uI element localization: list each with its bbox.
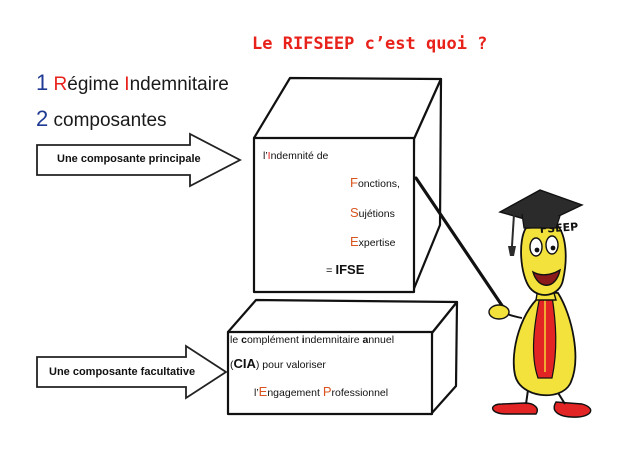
cia-acronym: CIA xyxy=(233,356,256,371)
mascot-tassel xyxy=(511,206,541,247)
mascot-left-eye xyxy=(529,237,543,257)
cia-paren-open: ( xyxy=(230,359,234,371)
fonctions-initial: F xyxy=(350,175,358,190)
fonctions-rest: onctions, xyxy=(357,178,400,190)
main-component-arrow xyxy=(36,132,242,188)
ifse-acronym: IFSE xyxy=(335,262,365,277)
engagement-initial: E xyxy=(258,384,268,399)
engagement-rest: ngagement xyxy=(267,387,323,399)
cia-initial-i: i xyxy=(301,334,305,346)
bottom-cube xyxy=(226,298,459,416)
slide-title: Le RIFSEEP c’est quoi ? xyxy=(252,34,488,54)
professionnel-rest: rofessionnel xyxy=(331,387,389,399)
top-cube-top-face xyxy=(252,76,443,141)
expertise-rest: xpertise xyxy=(358,237,396,249)
ifse-intro: l’Indemnité de xyxy=(263,150,328,162)
composantes-line: 2 composantes xyxy=(36,106,167,132)
regime-line: 1 Régime Indemnitaire xyxy=(36,70,229,96)
cia-word-complement: omplément xyxy=(246,334,302,346)
engagement-article: l’ xyxy=(254,387,259,399)
regime-number: 1 xyxy=(36,70,49,95)
professionnel-initial: P xyxy=(322,384,332,399)
mascot-right-eye xyxy=(545,235,559,255)
main-component-label: Une composante principale xyxy=(57,153,201,165)
sujetions-rest: ujétions xyxy=(358,208,395,220)
optional-component-label: Une composante facultative xyxy=(49,366,196,378)
cia-initial-c: c xyxy=(241,334,247,346)
regime-word-rest: égime xyxy=(67,74,120,95)
ifse-item-expertise: Expertise xyxy=(350,234,395,249)
regime-initial-i: I xyxy=(124,74,130,95)
bottom-cube-front-face xyxy=(226,330,434,416)
cia-acronym-line: (CIA) pour valoriser xyxy=(230,356,326,371)
cia-purpose: ) pour valoriser xyxy=(255,359,326,371)
top-cube-front-face xyxy=(252,136,416,294)
cia-word-annuel: nnuel xyxy=(368,334,395,346)
expertise-initial: E xyxy=(350,234,359,249)
ifse-result: = IFSE xyxy=(326,262,364,277)
cia-initial-a: a xyxy=(362,334,369,346)
pointer-stick xyxy=(414,176,505,309)
bottom-cube-top-face xyxy=(226,298,459,335)
mascot-left-shoe xyxy=(492,402,538,415)
composantes-number: 2 xyxy=(36,106,49,131)
ifse-item-sujetions: Sujétions xyxy=(350,205,395,220)
optional-component-arrow xyxy=(36,344,228,400)
ifse-equals: = xyxy=(326,265,336,277)
mascot-mouth xyxy=(531,268,561,286)
sujetions-initial: S xyxy=(350,205,359,220)
engagement-line: l’Engagement Professionnel xyxy=(254,384,388,399)
mascot-hand xyxy=(488,304,510,320)
regime-initial-r: R xyxy=(53,74,68,95)
ifse-intro-letter: I xyxy=(267,150,271,162)
cia-word-le: le xyxy=(230,334,242,346)
ifse-intro-article: l’ xyxy=(263,150,268,162)
ifse-intro-rest: ndemnité de xyxy=(270,150,329,162)
cia-description-line: le complément indemnitaire annuel xyxy=(230,334,394,346)
top-cube xyxy=(252,76,443,294)
ifse-item-fonctions: Fonctions, xyxy=(350,175,400,190)
cia-word-indemnitaire: ndemnitaire xyxy=(304,334,363,346)
mascot-figure: FSEEP xyxy=(488,189,592,418)
composantes-text: composantes xyxy=(53,110,167,131)
mascot-right-shoe xyxy=(553,401,592,418)
indemnitaire-word-rest: ndemnitaire xyxy=(129,74,229,95)
